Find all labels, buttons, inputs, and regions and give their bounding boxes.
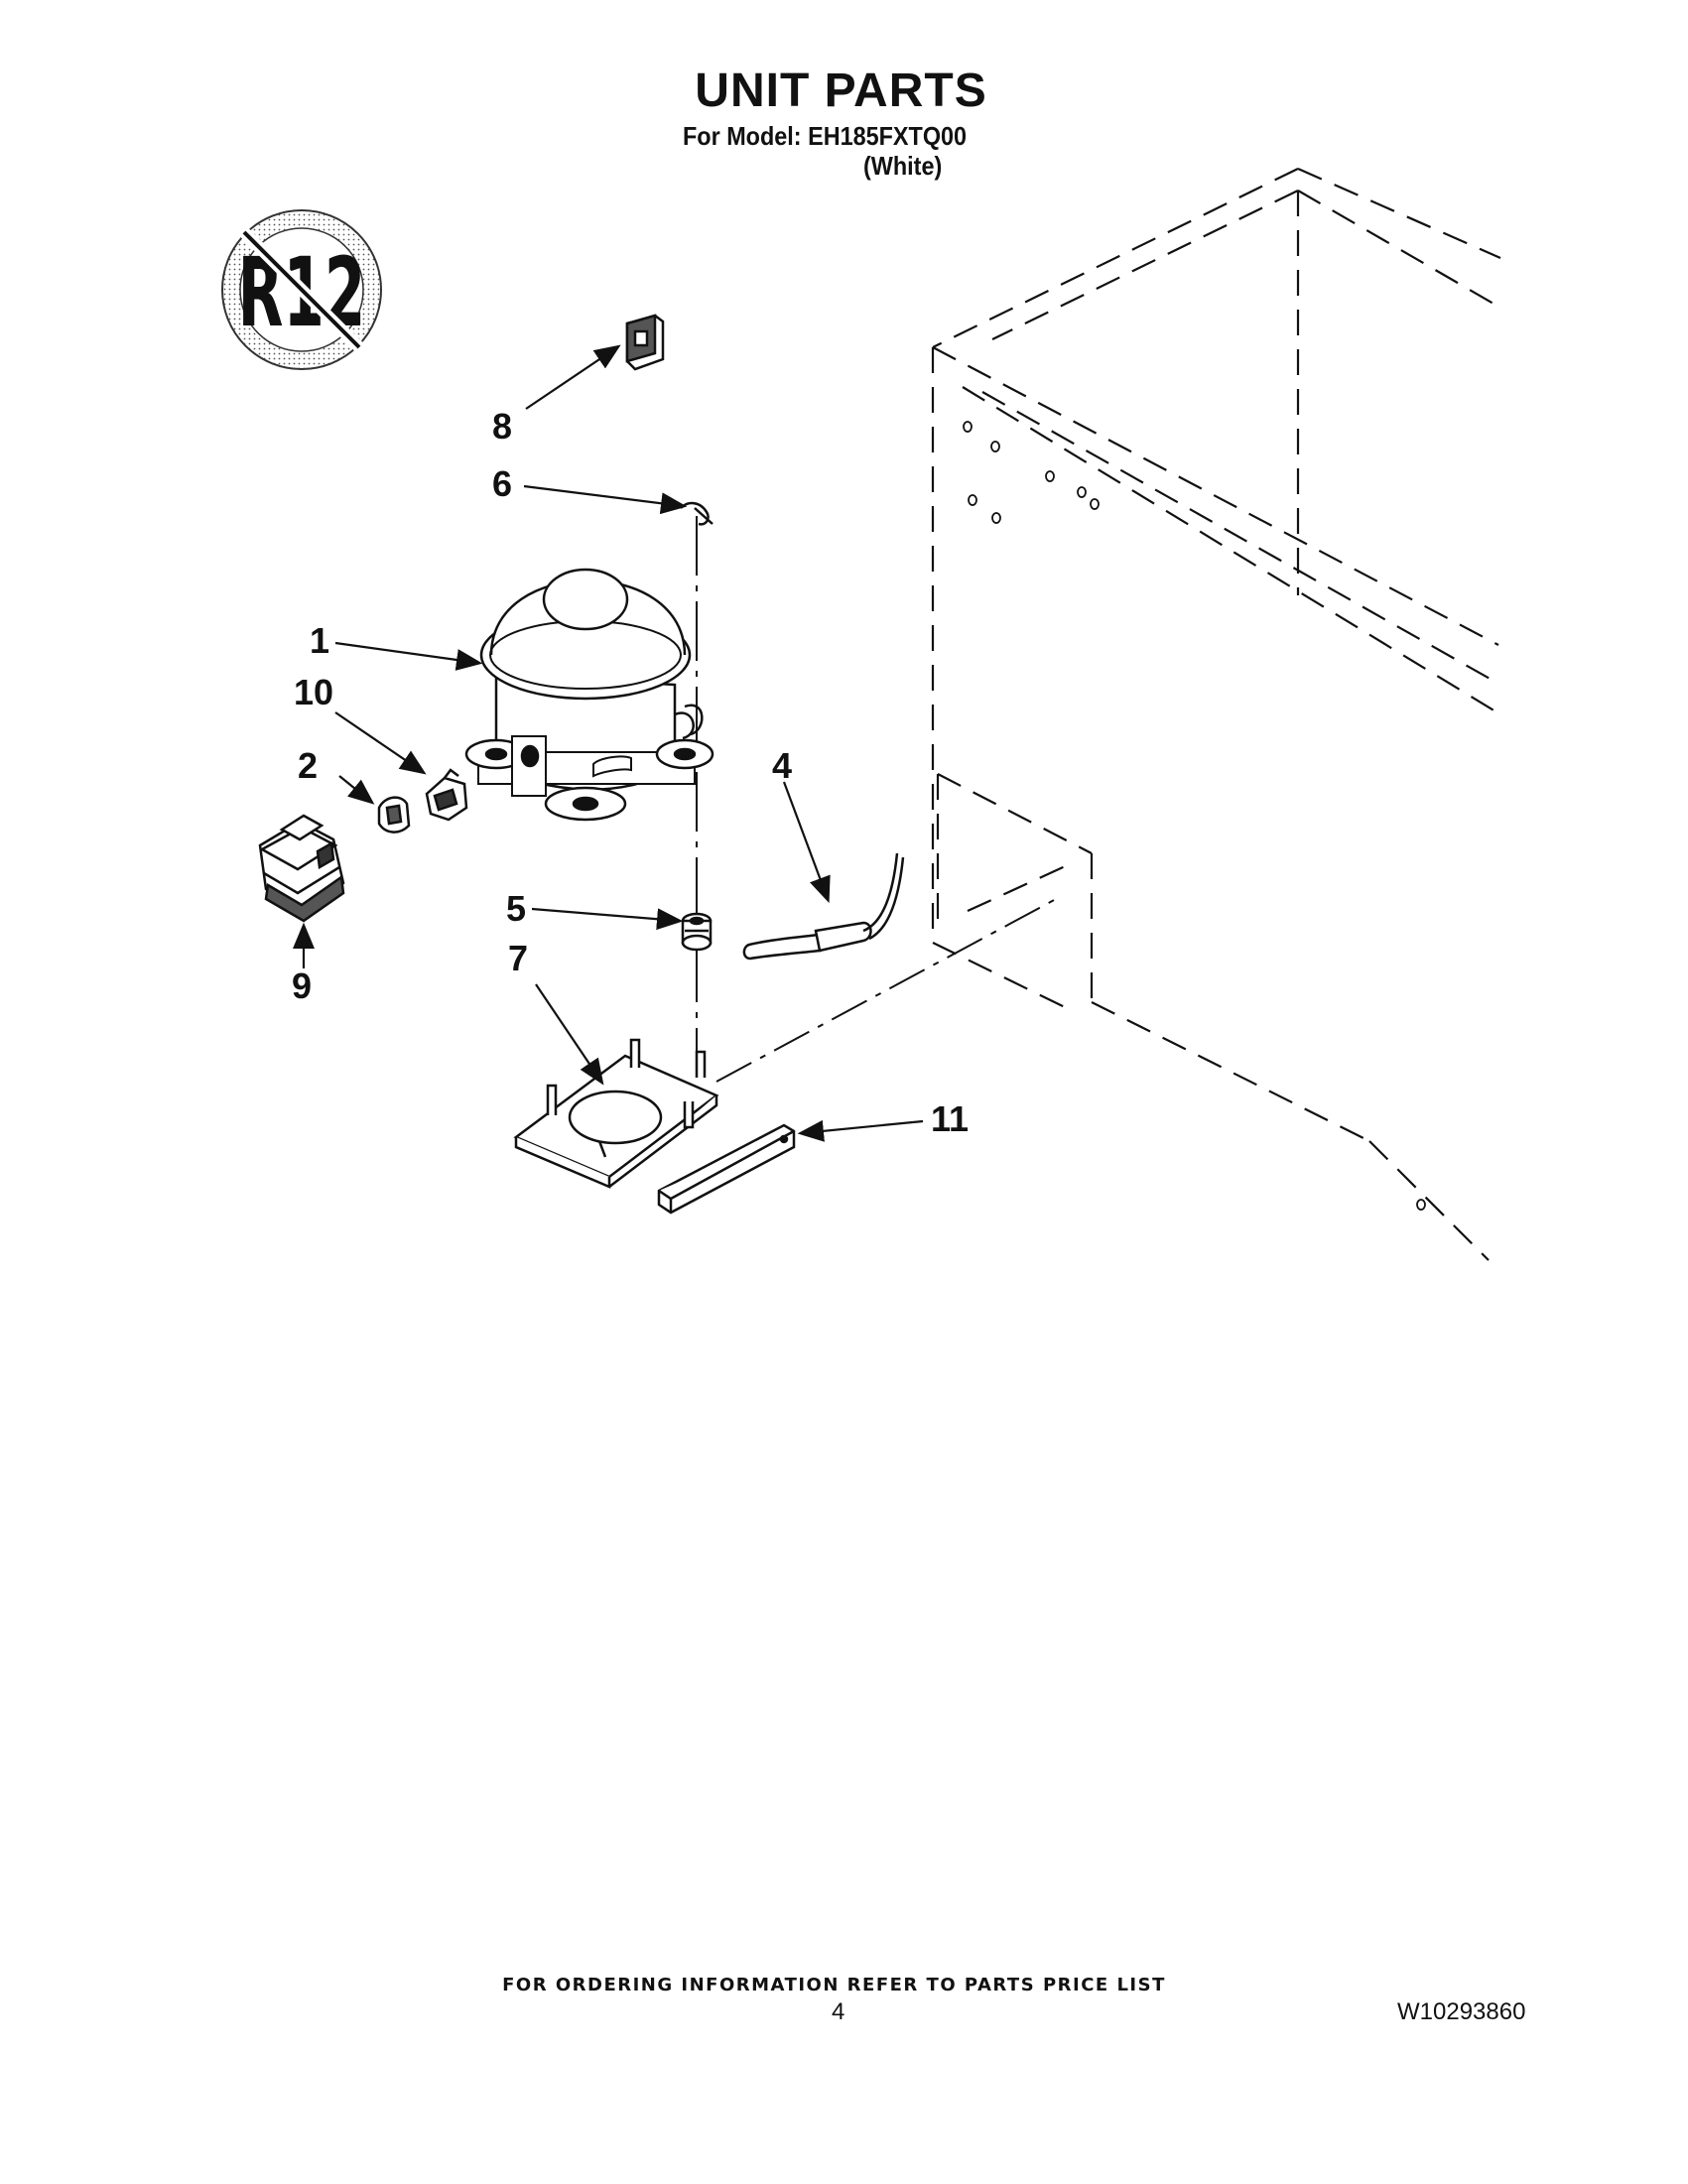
callout-9: 9 — [292, 965, 313, 1006]
part-6-clip — [680, 501, 714, 526]
part-10-terminal — [425, 768, 468, 822]
document-number: W10293860 — [1397, 1998, 1526, 2025]
part-5-grommet — [681, 912, 713, 952]
part-4-drier — [742, 852, 905, 961]
part-2-clip — [377, 796, 411, 834]
callout-5: 5 — [506, 888, 527, 929]
callout-2: 2 — [298, 745, 319, 786]
page-number: 4 — [832, 1998, 845, 2025]
callout-4: 4 — [772, 745, 793, 786]
part-1-compressor — [464, 568, 714, 822]
no-r12-icon: R12 — [221, 209, 382, 370]
alignment-line — [715, 897, 1059, 1083]
page-title: UNIT PARTS — [695, 64, 987, 117]
part-9-relay — [258, 814, 345, 923]
part-7-base-plate — [513, 1038, 719, 1189]
callout-6: 6 — [492, 463, 513, 504]
part-11-bracket — [657, 1123, 796, 1215]
callout-7: 7 — [508, 938, 529, 978]
ordering-note: FOR ORDERING INFORMATION REFER TO PARTS … — [502, 1975, 1166, 1995]
color-line: (White) — [863, 151, 943, 181]
callout-11: 11 — [931, 1098, 970, 1139]
callout-8: 8 — [492, 406, 513, 447]
callout-10: 10 — [294, 672, 334, 712]
cabinet-holes — [963, 421, 1426, 1211]
callout-leaders — [293, 344, 924, 1142]
part-8-overload — [625, 314, 665, 371]
callout-1: 1 — [310, 620, 330, 661]
cabinet-outline — [931, 167, 1501, 1261]
model-line: For Model: EH185FXTQ00 — [683, 121, 968, 151]
